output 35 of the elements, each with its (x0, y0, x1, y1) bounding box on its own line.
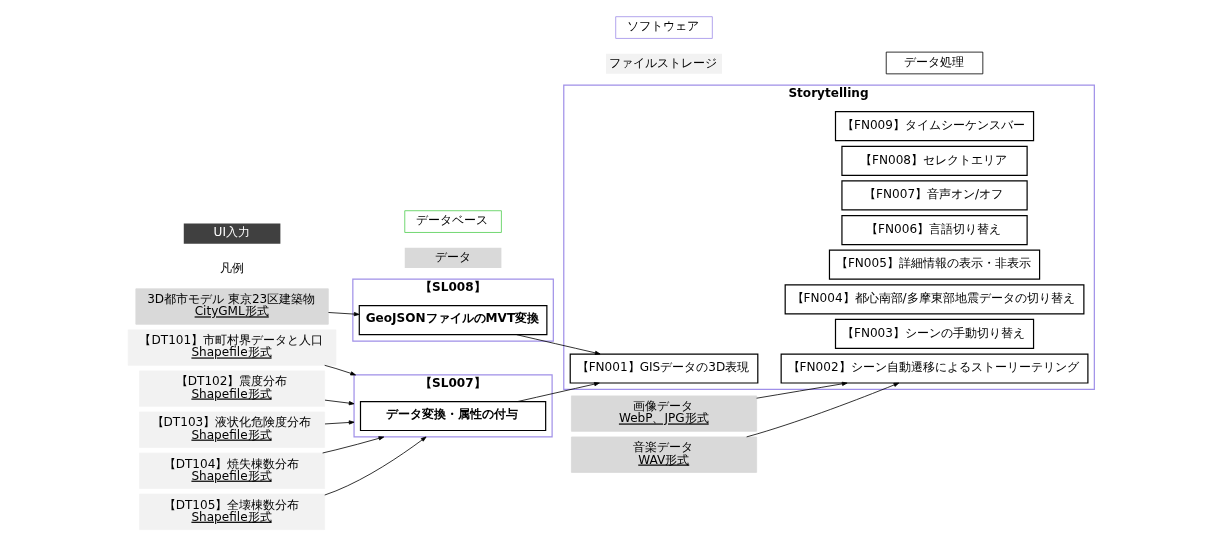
arrow (324, 399, 355, 406)
node-box: 【FN003】シーンの手動切り替え (834, 318, 1035, 349)
node-box: 【FN009】タイムシーケンスバー (834, 111, 1035, 142)
node-box: 【DT103】液状化危険度分布 Shapefile形式 (139, 411, 326, 448)
node-box: 【DT104】焼失棟数分布 Shapefile形式 (139, 452, 326, 489)
arrow (324, 420, 355, 425)
legend-label: ファイルストレージ (609, 55, 718, 70)
node-box: 【FN001】GISデータの3D表現 (569, 353, 759, 384)
node-box: 【FN008】セレクトエリア (841, 145, 1028, 176)
node-box: 【FN006】言語切り替え (841, 214, 1028, 246)
legend-label: ソフトウェア (627, 19, 700, 34)
arrow (324, 436, 427, 496)
arrow (756, 381, 848, 399)
legend-label: データ処理 (903, 54, 964, 69)
node-box: 【FN004】都心南部/多摩東部地震データの切り替え (784, 284, 1085, 315)
node-box: 【FN007】音声オン/オフ (841, 180, 1028, 211)
node-box: 音楽データ WAV形式 (571, 436, 757, 473)
legend-label: データベース (416, 213, 489, 228)
arrow (324, 364, 356, 376)
arrow (516, 334, 601, 355)
arrow (328, 312, 360, 317)
legend-label: データ (434, 249, 471, 264)
node-box: 【DT101】市町村界データと人口 Shapefile形式 (127, 329, 337, 366)
node-box: データ変換・属性の付与 (359, 400, 547, 432)
node-box: 3D都市モデル 東京23区建築物 CityGML形式 (135, 288, 329, 325)
node-box: 【DT105】全壊棟数分布 Shapefile形式 (139, 493, 326, 530)
arrow (517, 382, 600, 402)
arrow (746, 382, 900, 438)
arrow (322, 436, 385, 454)
node-box: 画像データ WebP、JPG形式 (571, 395, 757, 432)
node-box: 【DT102】震度分布 Shapefile形式 (139, 370, 326, 407)
label: 凡例 (220, 260, 245, 275)
node-box: 【FN005】詳細情報の表示・非表示 (828, 249, 1041, 280)
legend-label: UI入力 (213, 225, 250, 240)
node-box: GeoJSONファイルのMVT変換 (358, 305, 548, 336)
